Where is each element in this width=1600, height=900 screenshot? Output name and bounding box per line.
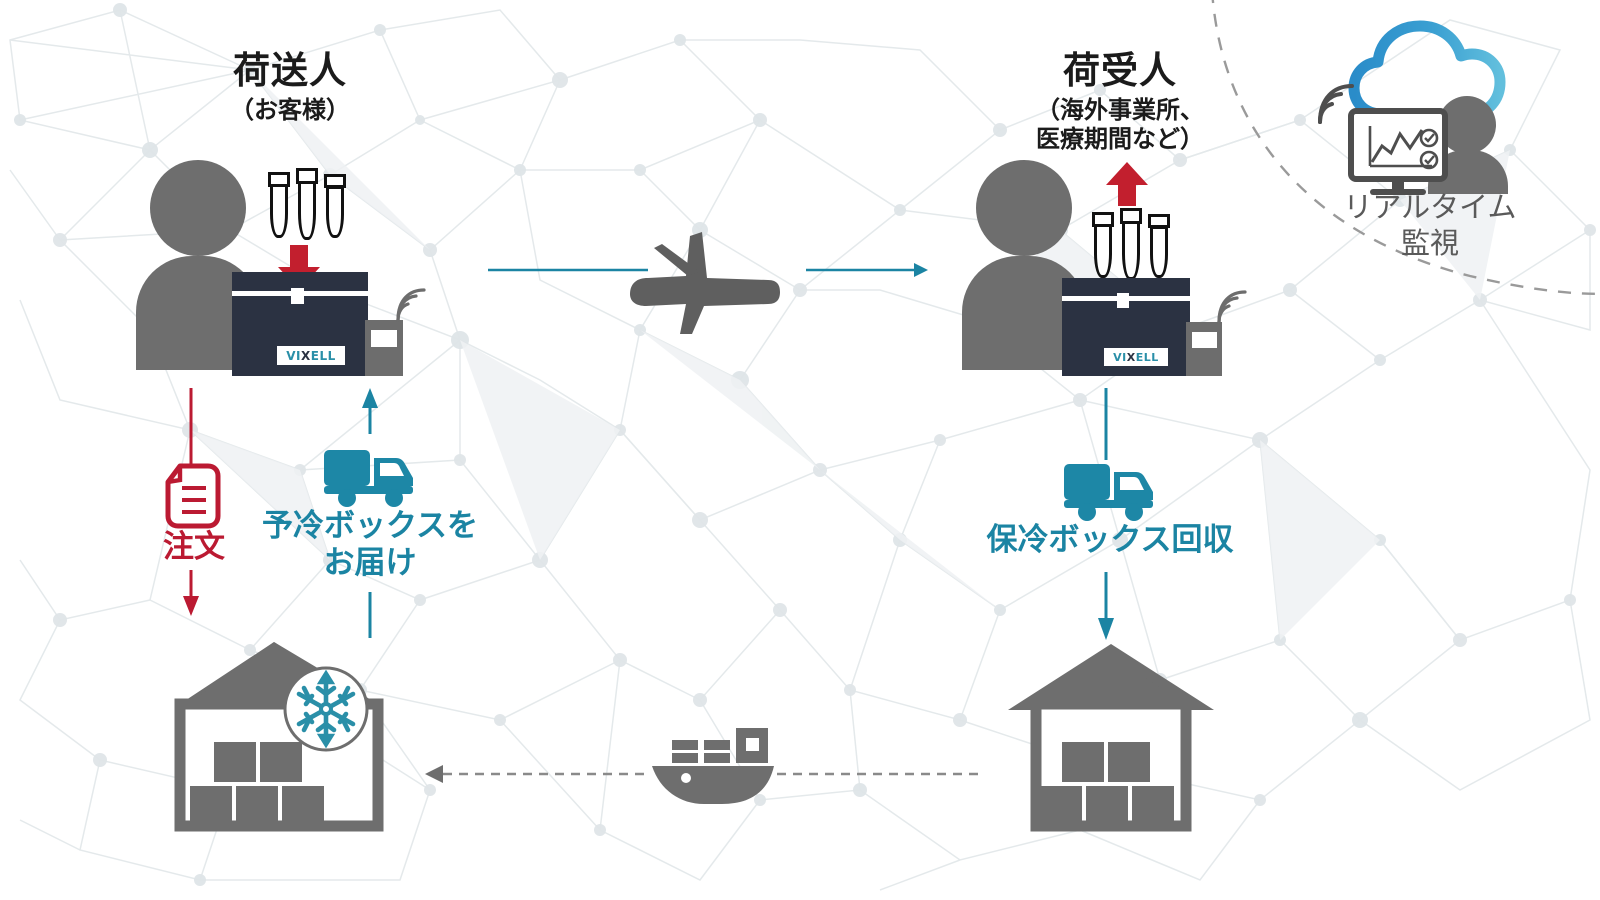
- sample-tubes-shipper-icon: [268, 168, 348, 240]
- consignee-subtitle-line1: （海外事業所、: [1036, 96, 1204, 124]
- collect-flow-line-upper: [1104, 388, 1108, 460]
- collect-flow-arrow-down: [1098, 572, 1114, 640]
- wifi-signal-monitoring-icon: [1318, 84, 1354, 124]
- vixell-logo-part2: X: [301, 348, 311, 363]
- deliver-flow-arrow-up: [362, 388, 378, 434]
- vixell-logo-part2: X: [1126, 350, 1136, 364]
- monitor-chart-icon: [1348, 108, 1448, 195]
- deliver-flow-line-lower: [368, 592, 372, 638]
- airplane-icon: [630, 232, 780, 334]
- cold-warehouse-icon: [174, 642, 384, 832]
- order-flow-arrow: [183, 388, 199, 616]
- sea-route-line: [425, 765, 985, 783]
- vixell-logo-part3: ELL: [310, 348, 336, 363]
- order-label: 注文: [163, 529, 225, 565]
- collection-truck-icon: [1064, 464, 1153, 521]
- deliver-label-line1: 予冷ボックスを: [261, 508, 479, 544]
- sample-tubes-consignee-icon: [1092, 208, 1172, 280]
- air-route-line-left: [488, 263, 928, 277]
- warehouse-icon: [1008, 644, 1214, 832]
- consignee-subtitle-line2: 医療期間など）: [1036, 125, 1204, 153]
- wifi-signal-shipper-icon: [396, 288, 426, 322]
- deliver-label-line2: お届け: [323, 545, 417, 581]
- red-up-arrow-icon: [1106, 162, 1148, 206]
- monitoring-orbit-dashed-arc: [1211, 0, 1600, 296]
- cloud-icon: [1348, 20, 1506, 120]
- iot-sensor-device-consignee-icon: [1186, 322, 1222, 376]
- vixell-logo-part3: ELL: [1135, 350, 1159, 364]
- cargo-ship-icon: [652, 728, 774, 804]
- red-down-arrow-icon: [278, 245, 320, 290]
- vixell-logo-part1: VI: [1113, 350, 1127, 364]
- delivery-truck-icon: [324, 450, 413, 507]
- realtime-monitoring-label-line1: リアルタイム: [1343, 190, 1517, 224]
- realtime-monitoring-label-line2: 監視: [1400, 226, 1459, 260]
- iot-sensor-device-shipper-icon: [365, 320, 403, 376]
- shipper-title: 荷送人: [233, 49, 347, 92]
- vixell-logo-part1: VI: [286, 348, 301, 363]
- wifi-signal-consignee-icon: [1217, 290, 1247, 324]
- order-document-icon: [165, 463, 221, 529]
- consignee-title: 荷受人: [1063, 49, 1177, 92]
- shipper-subtitle: （お客様）: [230, 96, 350, 124]
- collect-label: 保冷ボックス回収: [986, 522, 1234, 558]
